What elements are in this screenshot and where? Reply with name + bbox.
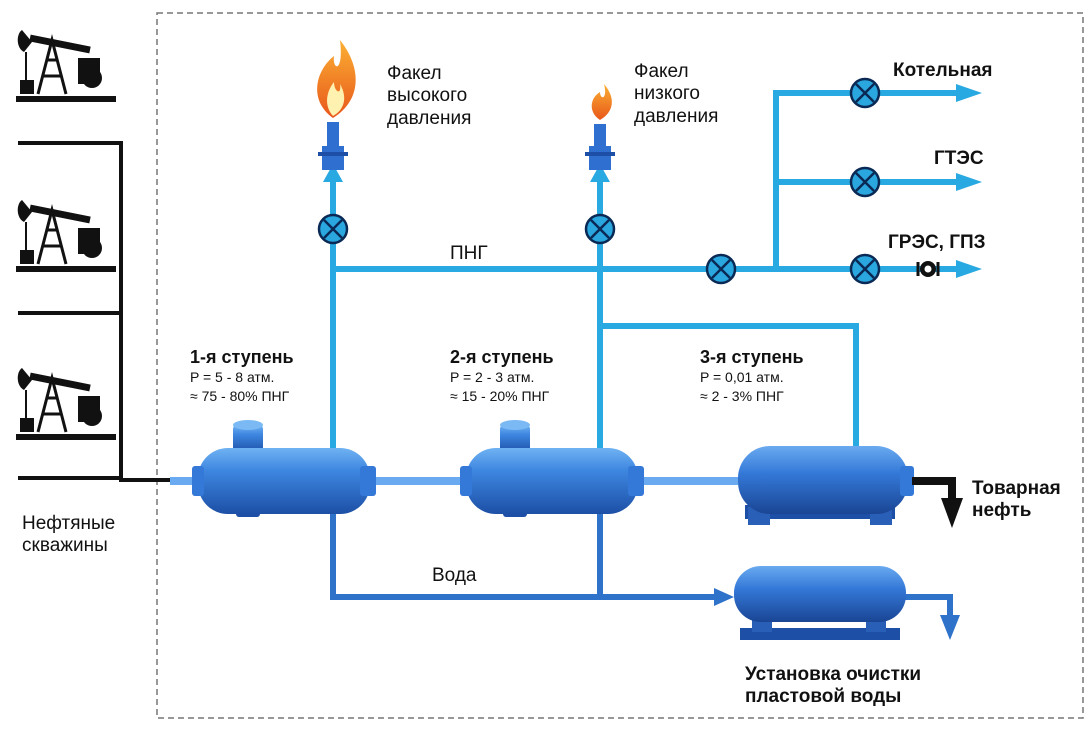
- flare-valve-icon: [317, 213, 349, 245]
- stage1-separator: [192, 420, 376, 517]
- high-flare-label-line: давления: [387, 107, 472, 129]
- wells-label-line: скважины: [22, 535, 108, 557]
- pumpjack-icon: [16, 200, 116, 272]
- stage3-title: 3-я ступень: [700, 347, 804, 367]
- stage2-pressure: P = 2 - 3 атм.: [450, 369, 535, 386]
- pumpjack-icon: [16, 368, 116, 440]
- low-flare-label-line: Факел: [634, 61, 689, 82]
- water-treatment-vessel: [734, 566, 906, 640]
- wells-label-line: Нефтяные: [22, 513, 116, 534]
- wells-label: Нефтяные скважины: [22, 513, 115, 558]
- product-oil-label-line: нефть: [972, 500, 1032, 522]
- gres-valve-icon: [849, 253, 881, 285]
- boiler-label: Котельная: [893, 60, 993, 81]
- low-flare-label-line: низкого: [634, 83, 700, 105]
- product-oil-label: Товарная нефть: [972, 478, 1061, 523]
- flare-valve-icon: [584, 213, 616, 245]
- water-treatment-label: Установка очистки пластовой воды: [745, 664, 921, 709]
- high-flare-label-line: высокого: [387, 85, 468, 107]
- stage3-info: 3-я ступень P = 0,01 атм. ≈ 2 - 3% ПНГ: [700, 347, 804, 406]
- stage2-gas: ≈ 15 - 20% ПНГ: [450, 388, 550, 405]
- water-treatment-label-line: Установка очистки: [745, 664, 922, 685]
- gres-label: ГРЭС, ГПЗ: [888, 232, 986, 253]
- png-label: ПНГ: [450, 243, 488, 264]
- high-flare-label: Факел высокого давления: [387, 63, 471, 130]
- treated-water-arrow: [940, 615, 960, 640]
- water-arrow: [714, 588, 734, 606]
- boiler-valve-icon: [849, 77, 881, 109]
- pumpjack-icon: [16, 30, 116, 102]
- compressor-icon: [916, 261, 940, 277]
- gtes-label: ГТЭС: [934, 148, 984, 169]
- stage2-separator: [460, 420, 644, 517]
- plant-boundary: [156, 12, 1084, 719]
- gas-arrows: [323, 84, 982, 278]
- main-gas-valve-icon: [705, 253, 737, 285]
- stage2-info: 2-я ступень P = 2 - 3 атм. ≈ 15 - 20% ПН…: [450, 347, 554, 406]
- gtes-valve-icon: [849, 166, 881, 198]
- low-pressure-flare: [585, 84, 615, 170]
- stage3-pressure: P = 0,01 атм.: [700, 369, 784, 386]
- product-oil-arrow: [941, 498, 963, 528]
- water-label: Вода: [432, 565, 477, 586]
- stage1-info: 1-я ступень P = 5 - 8 атм. ≈ 75 - 80% ПН…: [190, 347, 294, 406]
- stage1-pressure: P = 5 - 8 атм.: [190, 369, 275, 386]
- low-flare-label: Факел низкого давления: [634, 61, 718, 128]
- stage3-gas: ≈ 2 - 3% ПНГ: [700, 388, 784, 405]
- stage3-separator: [738, 446, 914, 525]
- product-oil-label-line: Товарная: [972, 478, 1061, 499]
- stage1-gas: ≈ 75 - 80% ПНГ: [190, 388, 290, 405]
- stage2-title: 2-я ступень: [450, 347, 554, 367]
- water-pipes: [330, 505, 953, 618]
- low-flare-label-line: давления: [634, 105, 719, 127]
- water-treatment-label-line: пластовой воды: [745, 686, 902, 708]
- high-pressure-flare: [317, 40, 356, 170]
- product-oil-pipe: [912, 477, 956, 498]
- high-flare-label-line: Факел: [387, 63, 442, 84]
- oil-inflow-pipe: [18, 141, 180, 482]
- stage1-title: 1-я ступень: [190, 347, 294, 367]
